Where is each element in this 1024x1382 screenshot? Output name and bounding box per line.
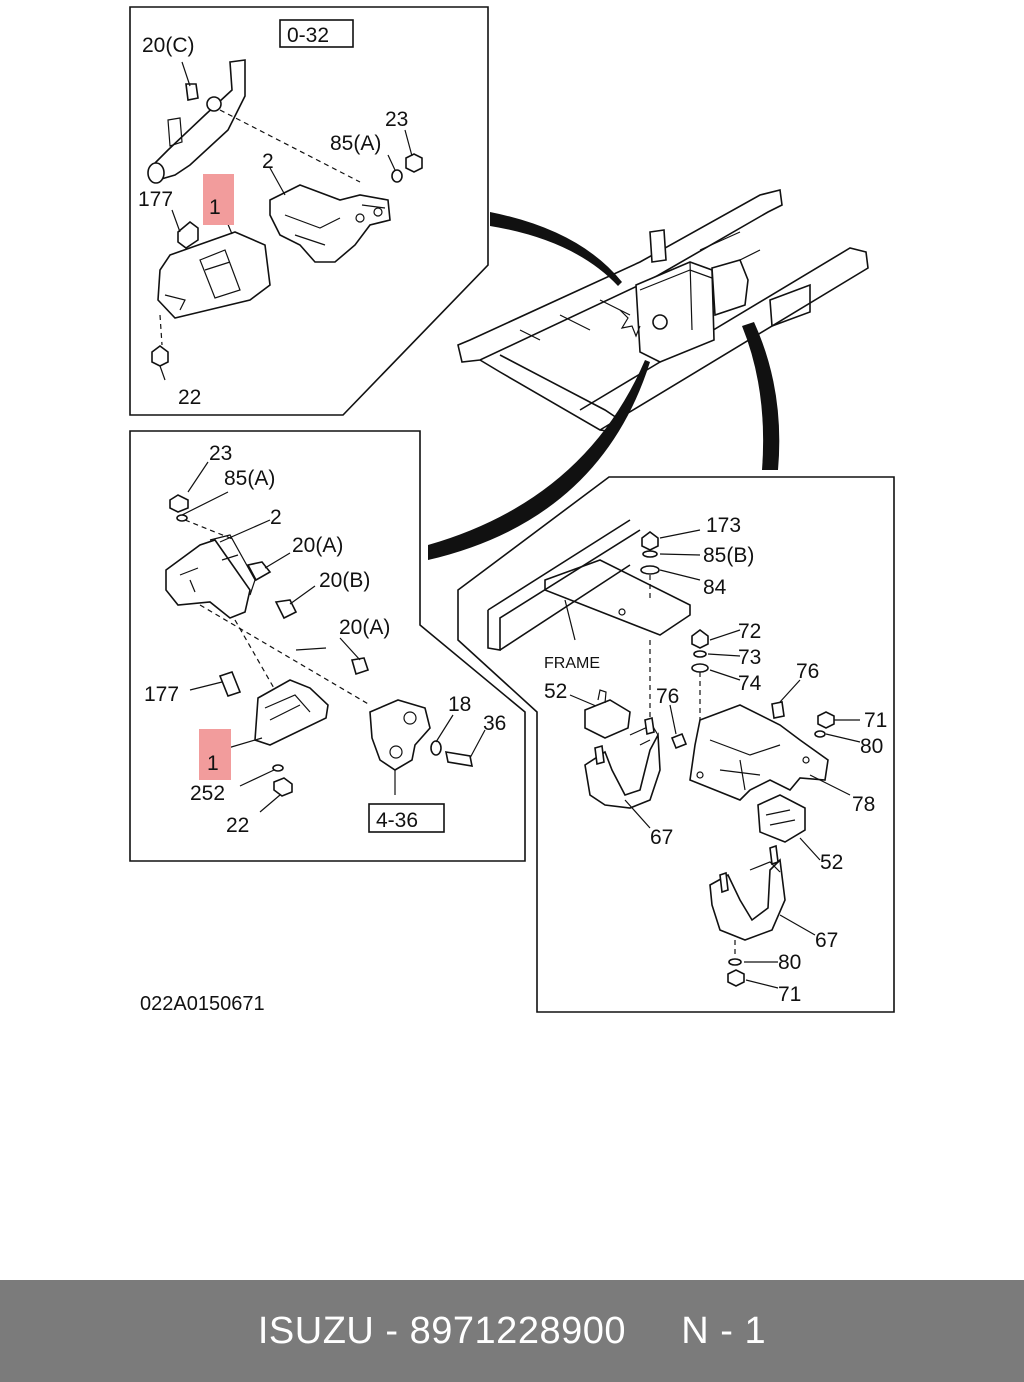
footer-bar: ISUZU - 8971228900 N - 1 [0,1280,1024,1382]
mount-location-star [619,309,641,338]
callout-18: 18 [448,693,471,716]
panel-right: FRAME [457,476,895,1013]
footer-part-label: ISUZU - 8971228900 N - 1 [257,1309,767,1352]
callout-67-upper: 67 [650,826,673,849]
callout-85B: 85(B) [703,544,754,567]
bracket-67-lower [709,858,786,941]
callout-36: 36 [483,712,506,735]
washer-18 [430,740,442,756]
washer-74 [691,663,709,673]
panel-right-border [457,476,895,1013]
callout-52-lower: 52 [820,851,843,874]
callout-76-left: 76 [656,685,679,708]
callout-76-right: 76 [796,660,819,683]
bolt-76-right [771,701,785,719]
callout-22-mid: 22 [226,814,249,837]
bolt-20A-lower [350,657,370,676]
bracket-2-mid [165,539,251,619]
callout-1-mid: 1 [207,752,219,775]
bolt-20B [274,599,298,620]
nut-22 [151,345,169,367]
bolt-20C [185,83,199,101]
arrow-to-mid-panel [428,360,650,560]
callout-85A: 85(A) [330,132,381,155]
engine-mount-1 [157,231,271,319]
bolt-177-mid [218,671,242,697]
drawing-code: 022A0150671 [140,993,265,1015]
frame-plate [544,559,691,636]
ref-box-0-32-label: 0-32 [287,24,329,47]
panel-mid-left: 4-36 23 85(A [129,430,526,862]
bracket-4-36 [369,699,431,771]
ref-box-0-32 [279,19,354,48]
nut-173 [641,531,659,551]
washer-80-lower [728,958,742,966]
callout-20A-upper: 20(A) [292,534,343,557]
frame-rail-left [457,189,783,363]
frame-tube [148,59,246,181]
callout-71-upper: 71 [864,709,887,732]
engine-block [635,261,715,363]
callout-67-lower: 67 [815,929,838,952]
callout-20A-lower: 20(A) [339,616,390,639]
engine-mount-1-mid [254,679,329,746]
washer-84 [640,565,660,575]
frame-label: FRAME [544,655,600,672]
callout-2-mid: 2 [270,506,282,529]
chassis-overview [428,189,869,560]
bolt-36 [444,751,474,767]
nut-71-lower [727,969,745,987]
callout-1: 1 [209,196,221,219]
callout-173: 173 [706,514,741,537]
panel-mid-left-border [129,430,526,862]
nut-72 [691,629,709,649]
washer-252 [272,764,284,772]
washer-85A [391,169,403,183]
nut-23-mid [169,494,189,513]
callout-72: 72 [738,620,761,643]
highlight-part-1-top [203,174,234,225]
callout-71-lower: 71 [778,983,801,1006]
callout-2: 2 [262,150,274,173]
callout-85A-mid: 85(A) [224,467,275,490]
insulator-52-upper [584,699,631,739]
frame-rail [487,519,641,651]
washer-85B [642,550,658,558]
washer-80-upper [814,730,826,738]
nut-23 [405,153,423,173]
washer-73 [693,650,707,658]
arrow-to-right-panel [742,322,780,470]
bolt-76-left [670,732,688,750]
callout-78: 78 [852,793,875,816]
parts-diagram: 0-32 20(C) 85(A) 23 2 177 [129,6,895,1015]
ref-box-4-36 [368,803,445,833]
callout-23: 23 [385,108,408,131]
callout-20C: 20(C) [142,34,195,57]
callout-80-upper: 80 [860,735,883,758]
callout-52-upper: 52 [544,680,567,703]
highlight-part-1-mid [199,729,231,780]
panel-top-left: 0-32 20(C) 85(A) 23 2 177 [129,6,489,416]
callout-80-lower: 80 [778,951,801,974]
bolt-177 [177,220,199,249]
callout-84: 84 [703,576,727,599]
callout-177-mid: 177 [144,683,179,706]
bolt-20A-upper [246,561,272,582]
callout-74: 74 [738,672,762,695]
arrow-to-top-panel [490,212,622,286]
callout-73: 73 [738,646,761,669]
ref-box-4-36-label: 4-36 [376,809,418,832]
nut-71-upper [817,711,835,729]
callout-252: 252 [190,782,225,805]
nut-22-mid [273,777,293,797]
frame-rail-right [579,247,869,431]
callout-20B: 20(B) [319,569,370,592]
insulator-52-lower [757,794,806,843]
callout-23-mid: 23 [209,442,232,465]
bracket-67-upper [584,732,661,809]
panel-top-left-border [129,6,489,416]
callout-22: 22 [178,386,201,409]
callout-177: 177 [138,188,173,211]
